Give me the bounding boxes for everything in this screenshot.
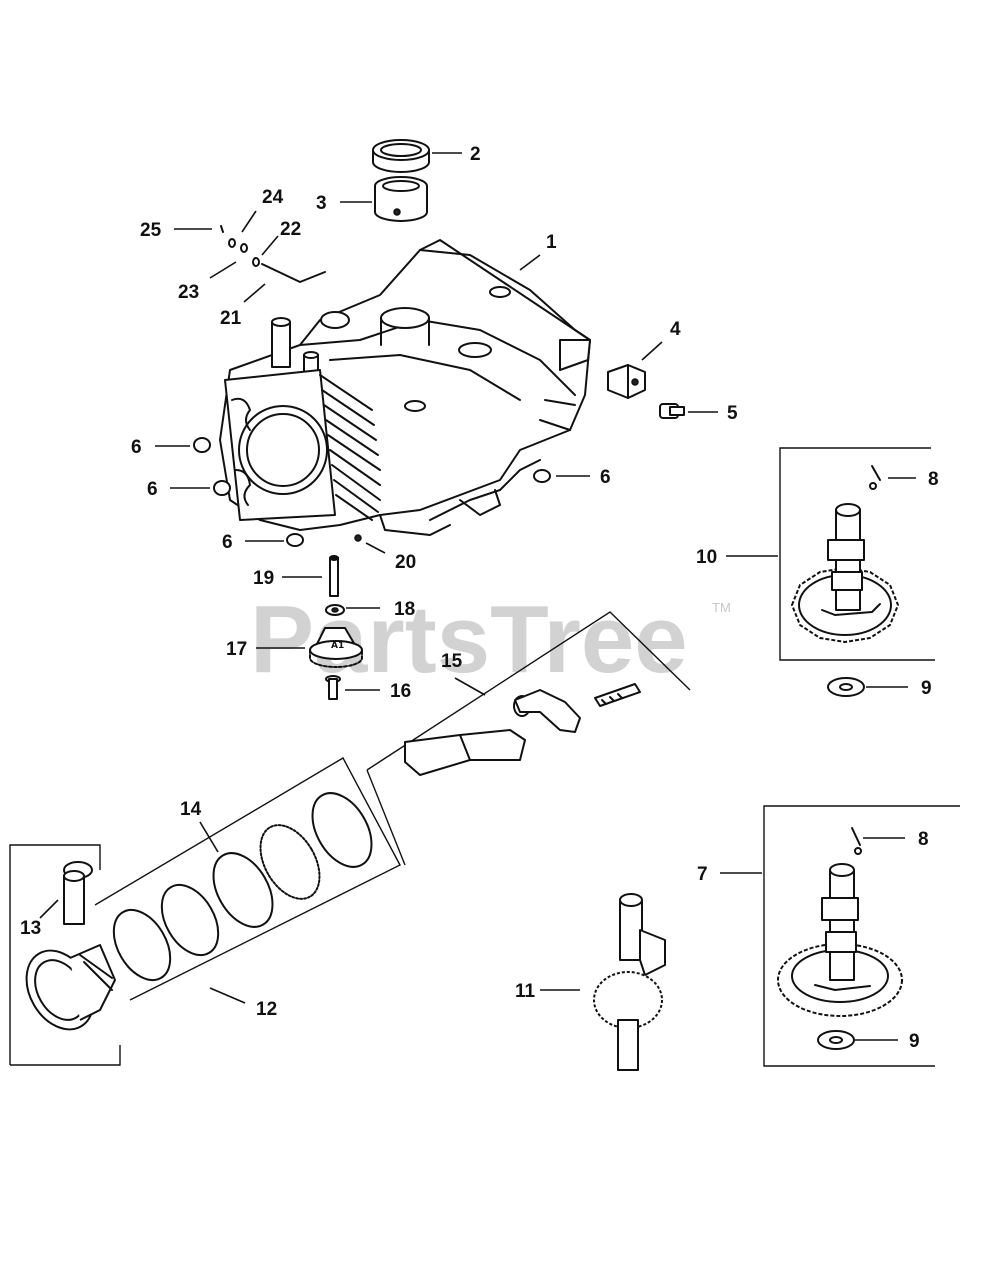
part-19-shaft bbox=[329, 555, 339, 597]
part-20-ball bbox=[354, 534, 362, 542]
part-22-grommet bbox=[252, 257, 260, 267]
part-21-tube bbox=[261, 263, 326, 283]
part-14-ring-set bbox=[112, 792, 373, 982]
part-13-piston-pin bbox=[63, 861, 93, 925]
part-9-washer-a bbox=[827, 677, 865, 697]
callout-9-a: 9 bbox=[921, 678, 932, 699]
callout-3: 3 bbox=[316, 193, 327, 214]
callout-labels: 1 2 3 4 5 6 6 6 6 7 8 8 9 9 10 11 12 13 … bbox=[20, 144, 939, 1052]
callout-8-b: 8 bbox=[918, 829, 929, 850]
callout-20: 20 bbox=[395, 552, 416, 573]
part-9-washer-b bbox=[817, 1030, 855, 1050]
callout-1: 1 bbox=[546, 232, 557, 253]
part-13-frame bbox=[9, 844, 121, 1066]
part-7-camshaft bbox=[777, 863, 903, 1017]
callout-16: 16 bbox=[390, 681, 411, 702]
part-10-camshaft-frame bbox=[779, 447, 935, 661]
callout-6-c: 6 bbox=[222, 532, 233, 553]
part-6-plug-c bbox=[286, 533, 304, 547]
part-4-bracket bbox=[607, 364, 646, 399]
part-15-connecting-rod bbox=[404, 683, 641, 776]
watermark-logo: PartsTree bbox=[250, 586, 688, 693]
part-15-frame bbox=[366, 611, 691, 866]
part-14-12-frame bbox=[94, 757, 401, 1001]
part-5-screw bbox=[659, 403, 685, 419]
part-1-crankcase bbox=[219, 239, 591, 536]
part-11-crankshaft bbox=[593, 893, 666, 1071]
callout-17: 17 bbox=[226, 639, 247, 660]
part-16-pin bbox=[325, 675, 341, 700]
part-6-plug-d bbox=[533, 469, 551, 483]
part-23-grommet bbox=[240, 243, 248, 253]
callout-14: 14 bbox=[180, 799, 202, 820]
callout-25: 25 bbox=[140, 220, 162, 241]
callout-18: 18 bbox=[394, 599, 415, 620]
callout-6-a: 6 bbox=[131, 437, 142, 458]
part-17-governor-gear: A1 bbox=[309, 627, 363, 668]
part-24-washer bbox=[228, 238, 236, 248]
callout-13: 13 bbox=[20, 918, 41, 939]
part-7-camshaft-frame bbox=[763, 805, 960, 1067]
callout-6-d: 6 bbox=[600, 467, 611, 488]
part-3-bearing-sleeve bbox=[374, 176, 428, 222]
callout-24: 24 bbox=[262, 187, 284, 208]
leader-lines bbox=[39, 152, 916, 1041]
callout-7: 7 bbox=[697, 864, 708, 885]
watermark-trademark: TM bbox=[712, 600, 731, 615]
part-8-pin-b bbox=[851, 827, 862, 855]
callout-15: 15 bbox=[441, 651, 463, 672]
callout-2: 2 bbox=[470, 144, 481, 165]
gear-stamp: A1 bbox=[331, 641, 344, 651]
callout-8-a: 8 bbox=[928, 469, 939, 490]
part-13-piston bbox=[25, 944, 116, 1031]
part-6-plug-a bbox=[193, 437, 211, 453]
part-6-plug-b bbox=[213, 480, 231, 496]
callout-23: 23 bbox=[178, 282, 199, 303]
callout-21: 21 bbox=[220, 308, 242, 329]
callout-22: 22 bbox=[280, 219, 301, 240]
part-8-pin-a bbox=[869, 465, 881, 490]
callout-6-b: 6 bbox=[147, 479, 158, 500]
callout-12: 12 bbox=[256, 999, 277, 1020]
part-25-pin bbox=[220, 225, 224, 233]
part-10-camshaft bbox=[791, 503, 899, 643]
callout-11: 11 bbox=[515, 981, 536, 1002]
callout-19: 19 bbox=[253, 568, 274, 589]
callout-9-b: 9 bbox=[909, 1031, 920, 1052]
part-2-bearing-ring bbox=[372, 139, 430, 173]
part-18-washer bbox=[325, 604, 345, 616]
callout-4: 4 bbox=[670, 319, 681, 340]
callout-5: 5 bbox=[727, 403, 738, 424]
callout-10: 10 bbox=[696, 547, 717, 568]
